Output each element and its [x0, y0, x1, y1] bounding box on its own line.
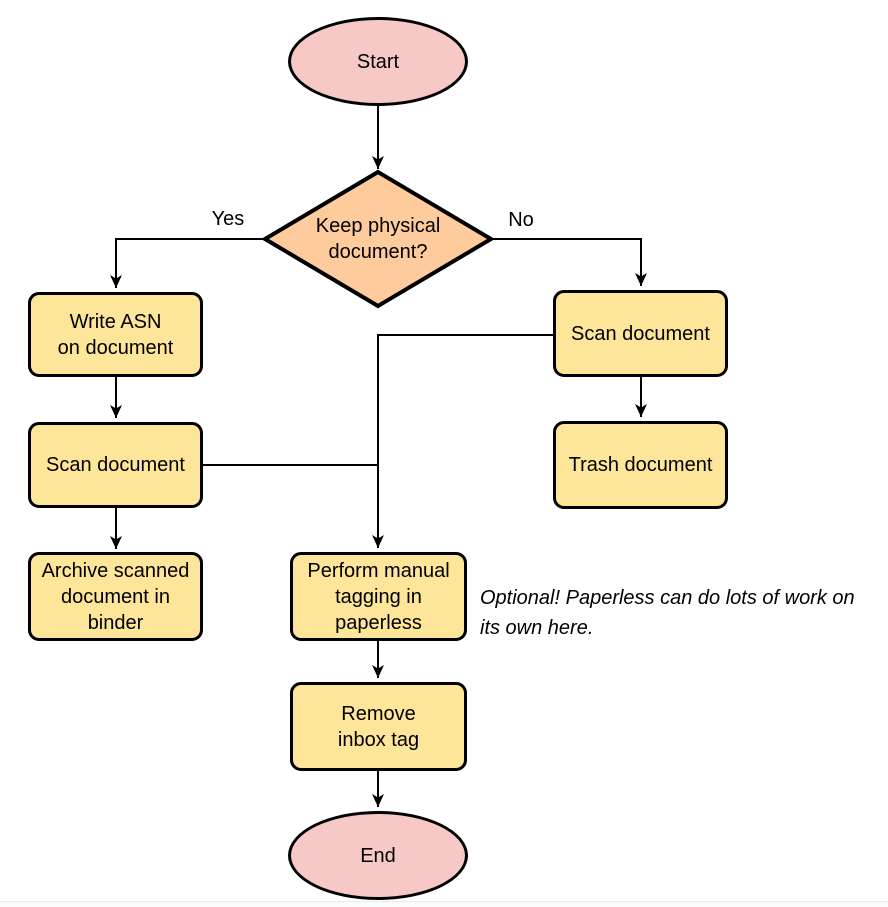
- node-label-line: paperless: [335, 611, 422, 634]
- node-label: Scan document: [46, 454, 185, 476]
- node-label: Trash document: [568, 454, 713, 476]
- optional-note-line: Optional! Paperless can do lots of work …: [480, 587, 855, 609]
- edge-decision-no-to-scan-right: [491, 238, 647, 286]
- edge-scan-right-to-tagging: [372, 334, 553, 548]
- process-archive-scanned-document: Archive scanned document in binder: [28, 552, 203, 641]
- node-label: Scan document: [571, 322, 710, 345]
- decision-keep-physical-document: Keep physical document?: [266, 172, 490, 306]
- decision-diamond-shape: [261, 169, 495, 309]
- process-remove-inbox-tag: Remove inbox tag: [290, 682, 467, 771]
- node-label-line: binder: [87, 611, 144, 634]
- page-bottom-divider: [0, 901, 888, 907]
- optional-note-line: its own here.: [480, 617, 594, 639]
- end-node: End: [288, 811, 468, 900]
- node-label-line: Remove: [341, 702, 416, 725]
- edge-decision-yes-to-write-asn: [110, 238, 265, 288]
- edge-label-yes: Yes: [211, 208, 245, 230]
- node-label-line: Write ASN: [69, 310, 162, 333]
- node-label-line: on document: [57, 336, 174, 359]
- optional-note: Optional! Paperless can do lots of work …: [480, 583, 855, 643]
- start-node: Start: [288, 17, 468, 106]
- decision-label-line: document?: [328, 241, 428, 263]
- process-trash-document: Trash document: [553, 421, 728, 509]
- process-write-asn-on-document: Write ASN on document: [28, 292, 203, 377]
- process-manual-tagging: Perform manual tagging in paperless: [290, 552, 467, 641]
- process-scan-document-left: Scan document: [28, 422, 203, 508]
- node-label-line: Archive scanned: [41, 559, 190, 582]
- decision-label-line: Keep physical: [315, 215, 441, 237]
- node-label-line: inbox tag: [337, 728, 420, 751]
- process-scan-document-right: Scan document: [553, 290, 728, 377]
- node-label-line: document in: [61, 585, 170, 608]
- edge-label-no: No: [508, 209, 534, 231]
- start-label: Start: [356, 50, 400, 73]
- node-label-line: tagging in: [335, 585, 422, 608]
- end-label: End: [360, 844, 396, 867]
- node-label-line: Perform manual: [307, 559, 450, 582]
